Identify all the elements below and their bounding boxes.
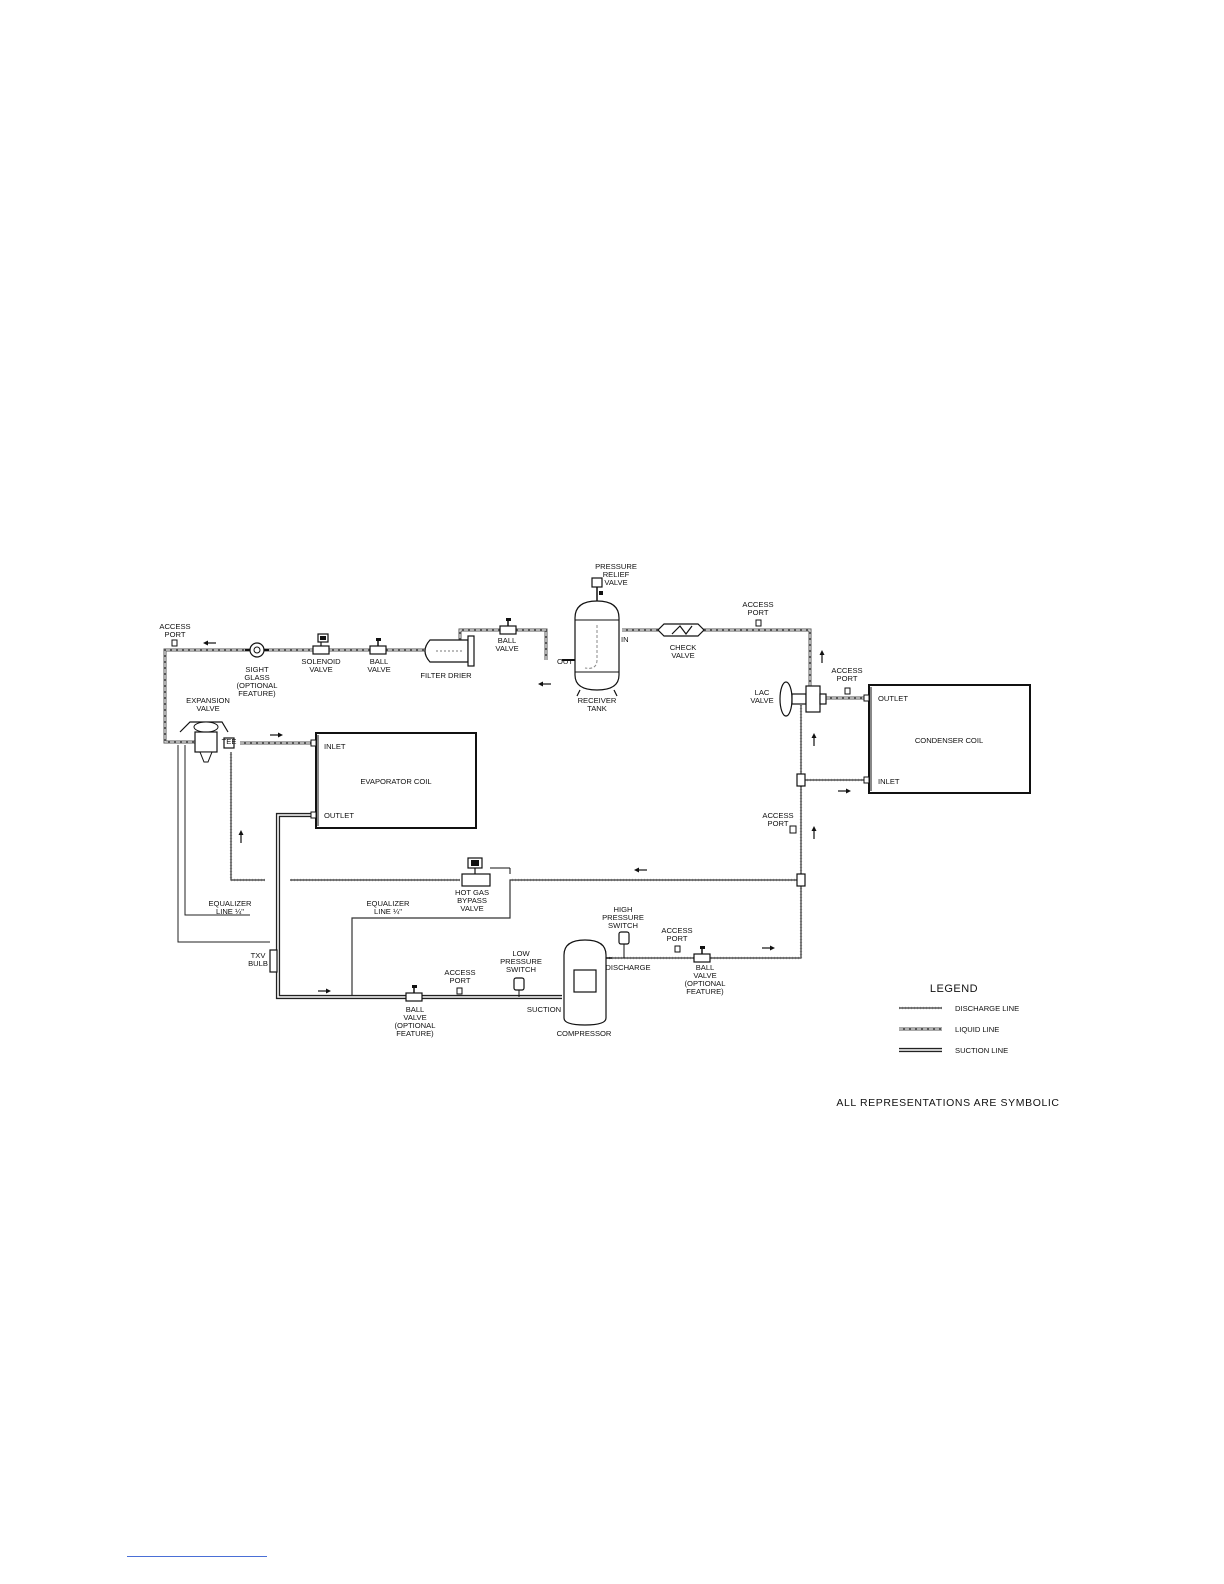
flow-arrows	[203, 640, 851, 994]
flow-arrow-right	[318, 988, 331, 994]
legend-item-liquid: LIQUID LINE	[899, 1025, 999, 1034]
symbolic-note: ALL REPRESENTATIONS ARE SYMBOLIC	[836, 1097, 1059, 1109]
flow-arrow-left	[634, 867, 647, 873]
access-ports	[171, 619, 851, 995]
high-pressure-switch	[618, 931, 630, 958]
ball-valve-bottom	[405, 985, 423, 1002]
flow-arrow-up	[811, 826, 817, 839]
expansion-valve	[179, 721, 235, 763]
piping	[163, 628, 868, 1000]
flow-arrow-left	[538, 681, 551, 687]
legend-label-suction: SUCTION LINE	[955, 1046, 1008, 1055]
evaporator-coil-title: EVAPORATOR COIL	[360, 777, 431, 786]
flow-arrow-right	[762, 945, 775, 951]
legend-label-discharge: DISCHARGE LINE	[955, 1004, 1019, 1013]
flow-arrow-up	[819, 650, 825, 663]
ball-valve-top-right	[499, 618, 517, 635]
compressor-label: COMPRESSOR	[557, 1029, 612, 1038]
flow-arrow-right	[838, 788, 851, 794]
lac-valve	[779, 681, 827, 717]
filter-drier-label: FILTER DRIER	[420, 671, 472, 680]
check-valve	[657, 623, 705, 637]
compressor	[563, 939, 612, 1026]
legend-item-suction: SUCTION LINE	[899, 1046, 1008, 1055]
solenoid-valve	[312, 633, 330, 655]
condenser-coil: OUTLET INLET CONDENSER COIL	[863, 684, 1031, 794]
equalizer-lines	[177, 745, 270, 943]
flow-arrow-left	[203, 640, 216, 646]
flow-arrow-right	[270, 732, 283, 738]
tee-label: TEE	[222, 737, 237, 746]
evap-inlet-label: INLET	[324, 742, 346, 751]
legend-title: LEGEND	[930, 983, 978, 995]
flow-arrow-up	[811, 733, 817, 746]
flow-arrow-up	[238, 830, 244, 843]
legend-label-liquid: LIQUID LINE	[955, 1025, 999, 1034]
receiver-in-label: IN	[621, 635, 629, 644]
pressure-relief-valve	[591, 577, 603, 601]
hot-gas-bypass-valve	[461, 857, 511, 887]
low-pressure-switch	[513, 977, 525, 997]
receiver-out-label: OUT	[557, 657, 573, 666]
receiver-tank: OUT IN	[557, 577, 629, 697]
footnote-rule	[127, 1556, 267, 1557]
ball-valve-top-left	[369, 638, 387, 655]
cond-outlet-label: OUTLET	[878, 694, 908, 703]
evap-outlet-label: OUTLET	[324, 811, 354, 820]
ball-valve-right	[693, 946, 711, 963]
condenser-coil-title: CONDENSER COIL	[915, 736, 983, 745]
suction-label: SUCTION	[527, 1005, 561, 1014]
txv-bulb	[269, 949, 278, 973]
legend: LEGEND DISCHARGE LINE LIQUID LINE SUCTIO…	[899, 983, 1019, 1055]
cond-inlet-label: INLET	[878, 777, 900, 786]
evaporator-coil: INLET OUTLET EVAPORATOR COIL	[310, 732, 477, 829]
discharge-line	[229, 705, 868, 997]
discharge-tees	[796, 773, 806, 887]
filter-drier	[424, 635, 475, 667]
discharge-label: DISCHARGE	[605, 963, 650, 972]
legend-item-discharge: DISCHARGE LINE	[899, 1004, 1019, 1013]
sight-glass	[245, 642, 269, 658]
